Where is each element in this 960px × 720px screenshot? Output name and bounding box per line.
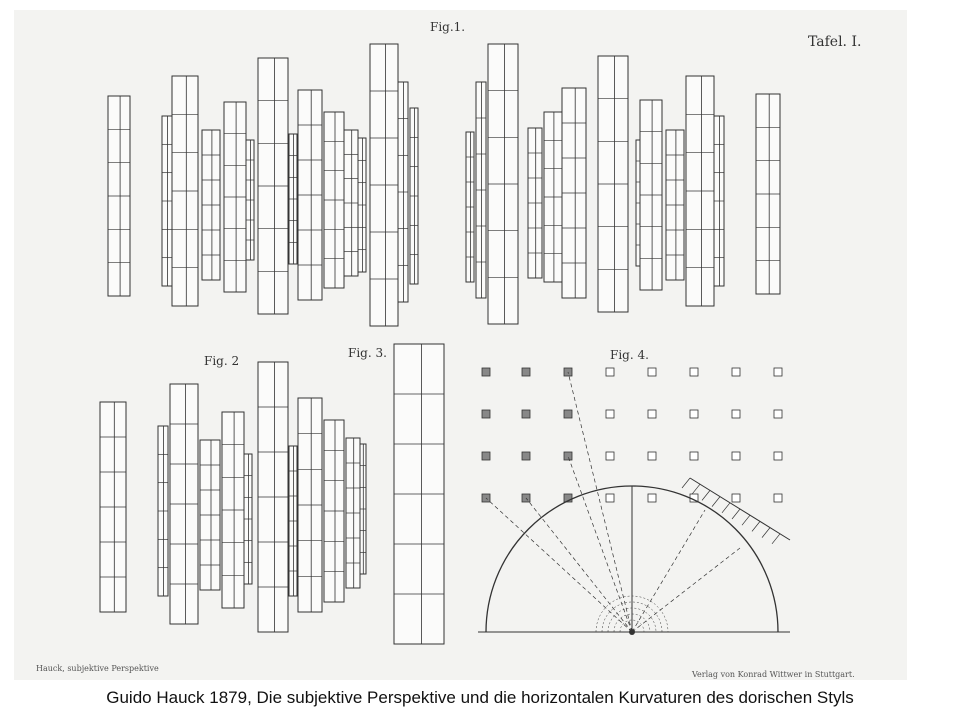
grid-square [773,493,783,503]
grid-square [731,451,741,461]
scale-tick [761,527,771,538]
grid-square [647,367,657,377]
grid-square [773,451,783,461]
grid-square [773,409,783,419]
sight-ray [525,497,633,633]
eye-point [629,629,635,635]
angle-arc [613,613,651,633]
scale-tick [731,508,741,520]
grid-square [563,409,573,419]
grid-square [481,451,491,461]
grid-square [521,367,531,377]
grid-square [563,493,573,503]
sight-ray [631,509,706,633]
grid-square [689,451,699,461]
grid-square [731,367,741,377]
grid-square [481,409,491,419]
angle-arc [619,619,645,633]
scale-tick [741,514,751,526]
grid-square [481,367,491,377]
grid-square [605,409,615,419]
scale-tick [771,533,781,545]
grid-square [563,451,573,461]
fig4-label: Fig. 4. [610,348,649,362]
grid-square [773,367,783,377]
grid-square [689,367,699,377]
angle-arc [601,601,663,633]
grid-square [605,451,615,461]
sight-ray [567,371,633,633]
fig2-label: Fig. 2 [204,354,240,368]
scale-tick [701,490,711,501]
sight-ray [631,547,741,633]
sight-ray [567,455,633,633]
grid-square [647,493,657,503]
grid-square [605,493,615,503]
grid-square [647,409,657,419]
angle-arc [607,607,657,633]
fig1-label: Fig.1. [430,20,466,34]
grid-square [521,409,531,419]
grid-square [731,493,741,503]
sight-ray [485,497,633,633]
scale-tick [681,477,691,489]
grid-square [605,367,615,377]
fig3-label: Fig. 3. [348,346,387,360]
grid-square [521,451,531,461]
scale-tick [711,496,721,507]
grid-square [731,409,741,419]
scale-tick [721,502,731,514]
footer-publisher: Verlag von Konrad Wittwer in Stuttgart. [692,670,855,679]
plate-number: Tafel. I. [808,34,862,50]
grid-square [689,409,699,419]
angle-arc [595,595,669,633]
slide-caption: Guido Hauck 1879, Die subjektive Perspek… [106,688,854,707]
scale-tick [751,521,761,532]
footer-author: Hauck, subjektive Perspektive [36,664,159,673]
scale-tick [691,483,701,495]
grid-square [647,451,657,461]
